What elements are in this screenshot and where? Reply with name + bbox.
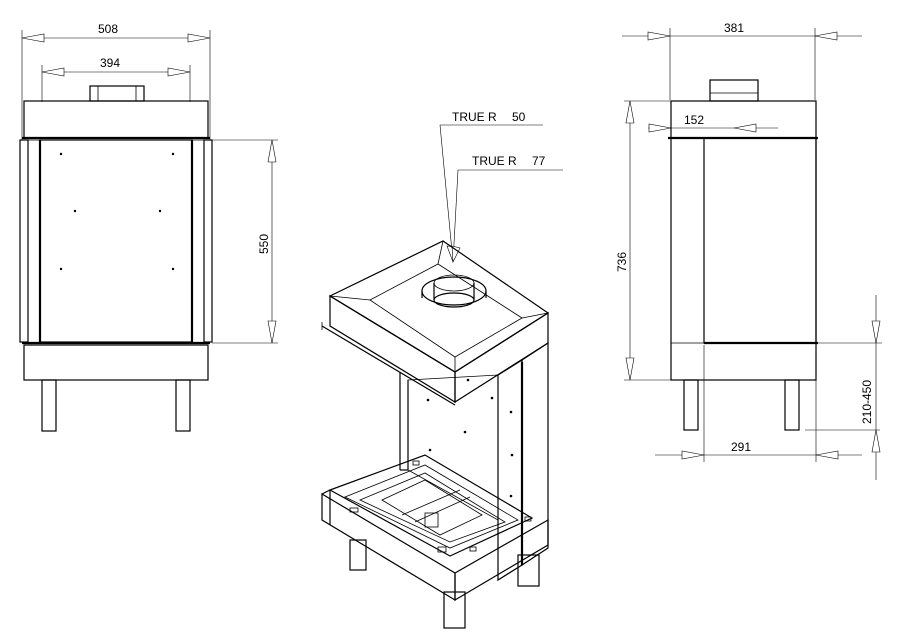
callout-true-r-77: TRUE R 77 (452, 154, 563, 263)
svg-text:77: 77 (532, 154, 546, 168)
height-550-dimension: 550 (257, 139, 277, 344)
leg-height-dimension: 210-450 (860, 295, 881, 480)
height-736-dimension: 736 (615, 100, 635, 381)
iso-firebox-rim (328, 454, 534, 557)
offset-152-label: 152 (684, 113, 704, 127)
leg-spacing-291-dimension: 291 (655, 440, 862, 460)
iso-leg-front (443, 591, 466, 629)
front-base (23, 344, 209, 381)
width-508-dimension: 508 (21, 22, 211, 43)
svg-text:TRUE R: TRUE R (472, 154, 517, 168)
side-leg-left (683, 379, 699, 431)
height-550-label: 550 (257, 234, 271, 254)
front-leg-right (175, 379, 191, 432)
svg-text:TRUE R: TRUE R (452, 110, 497, 124)
width-381-label: 381 (724, 21, 744, 35)
front-view: 508 394 (19, 22, 278, 432)
leg-spacing-291-label: 291 (731, 440, 751, 454)
svg-text:50: 50 (512, 110, 526, 124)
side-flue-collar (709, 79, 759, 102)
width-394-label: 394 (100, 56, 120, 70)
width-381-dimension: 381 (622, 21, 862, 41)
side-glass (703, 137, 817, 344)
width-508-label: 508 (98, 22, 118, 36)
iso-side-wall (521, 341, 549, 567)
leg-height-label: 210-450 (860, 380, 874, 424)
front-leg-left (41, 379, 57, 432)
isometric-view: TRUE R 50 TRUE R 77 (321, 110, 563, 629)
callout-true-r-50: TRUE R 50 (439, 110, 543, 263)
side-leg-right (784, 379, 800, 431)
iso-base (321, 492, 456, 602)
iso-leg-right (517, 554, 540, 587)
width-394-dimension: 394 (41, 56, 191, 77)
side-view: 381 152 736 (615, 21, 882, 480)
front-glass (39, 139, 193, 343)
iso-leg-left (349, 539, 367, 571)
height-736-label: 736 (615, 252, 629, 272)
offset-152-dimension: 152 (648, 113, 778, 133)
top-hood (23, 100, 209, 139)
